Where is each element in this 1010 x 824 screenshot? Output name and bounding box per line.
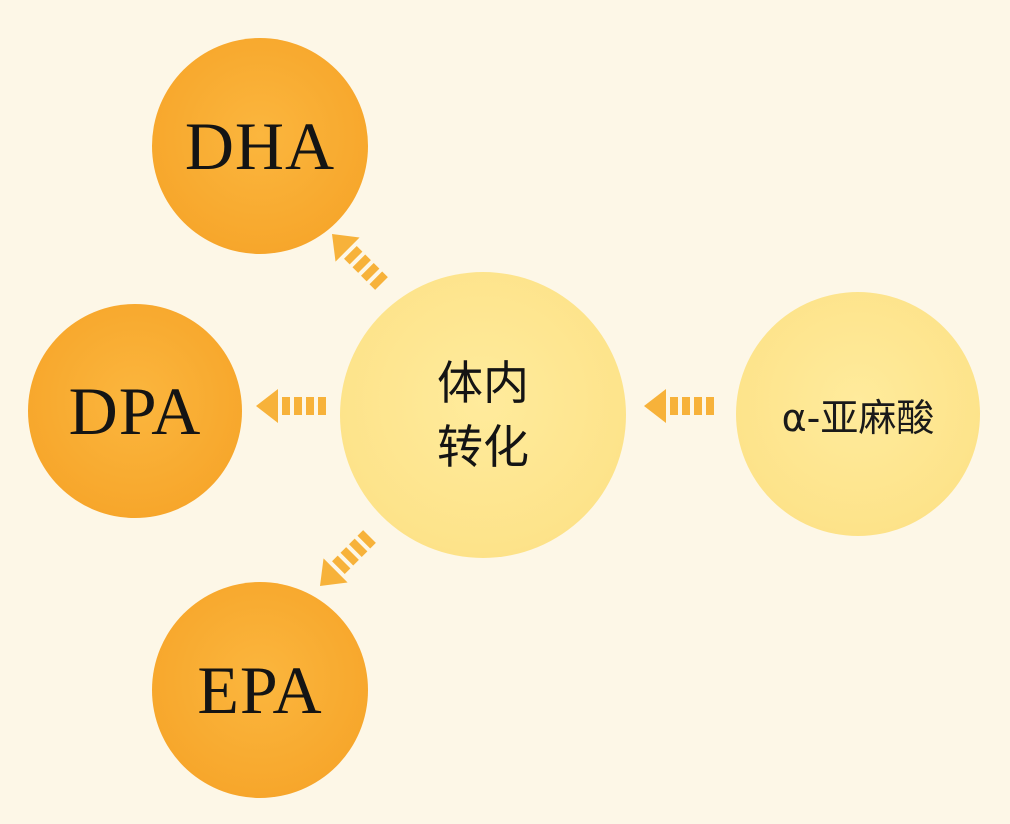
node-dha-label: DHA	[184, 107, 336, 184]
node-ala-label: α-亚麻酸	[781, 395, 935, 440]
center-label: 体内 转化	[437, 351, 529, 479]
node-dpa-label: DPA	[68, 372, 202, 449]
node-epa: EPA	[152, 582, 368, 798]
node-dpa: DPA	[28, 304, 242, 518]
node-alpha-linolenic-acid: α-亚麻酸	[736, 292, 980, 536]
node-dha: DHA	[152, 38, 368, 254]
arrow-source-to-center	[644, 389, 714, 423]
center-label-line1: 体内	[437, 356, 529, 410]
node-in-body-conversion: 体内 转化	[340, 272, 626, 558]
node-epa-label: EPA	[197, 651, 323, 728]
arrow-center-to-dpa	[256, 389, 326, 423]
arrow-center-to-dha	[319, 221, 394, 296]
center-label-line2: 转化	[437, 420, 529, 474]
arrow-center-to-epa	[307, 524, 382, 599]
